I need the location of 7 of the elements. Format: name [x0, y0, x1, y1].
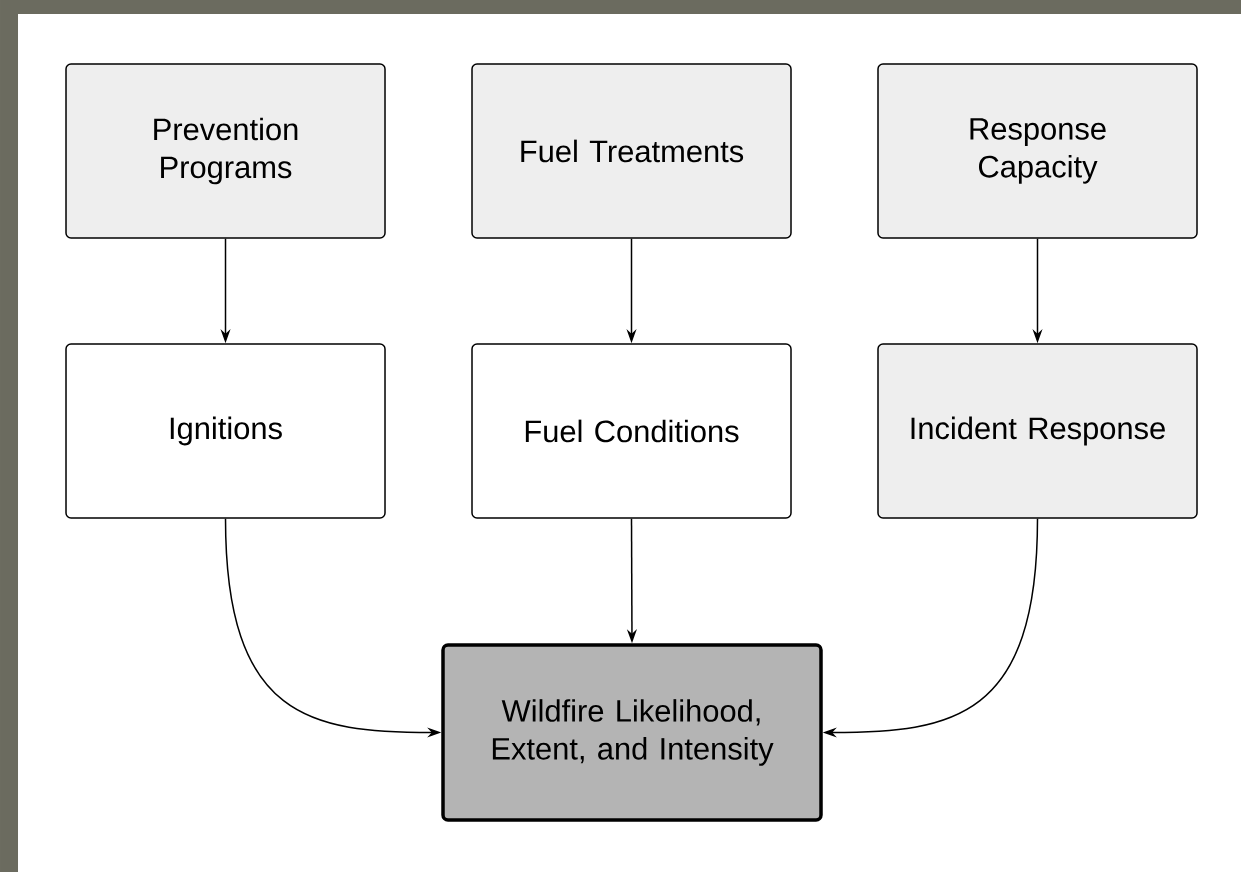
process-box: Incident Response	[877, 343, 1198, 519]
process-box: Ignitions	[65, 343, 386, 519]
process-box: Wildfire Likelihood, Extent, and Intensity	[441, 643, 823, 822]
process-box: Response Capacity	[877, 63, 1198, 239]
process-box: Fuel Treatments	[471, 63, 792, 239]
process-box: Prevention Programs	[65, 63, 386, 239]
process-box: Fuel Conditions	[471, 343, 792, 519]
